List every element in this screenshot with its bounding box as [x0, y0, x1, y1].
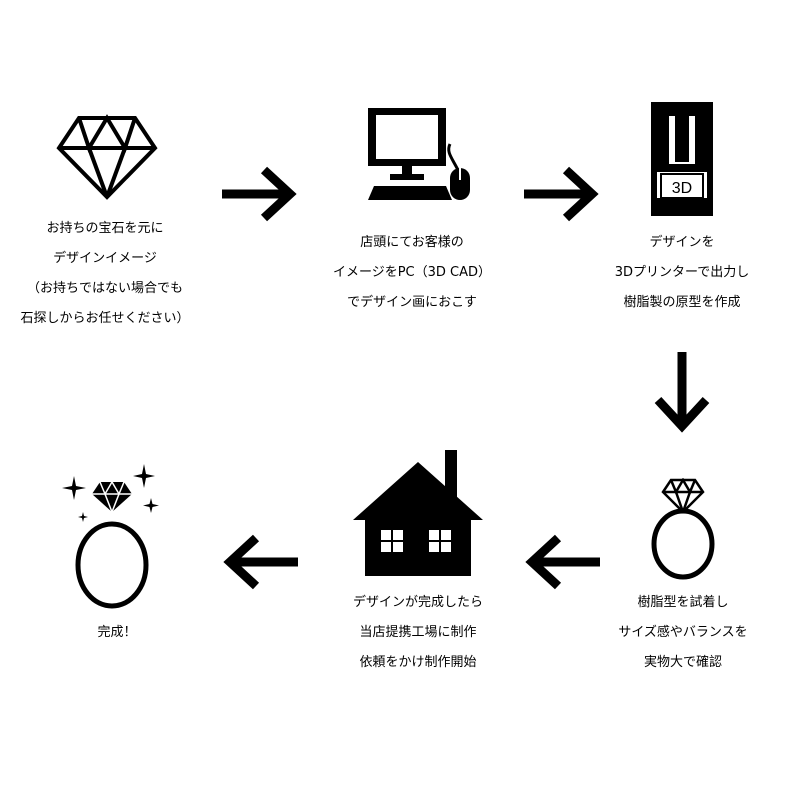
step-4-line-2: サイズ感やバランスを	[618, 625, 748, 640]
step-5-caption: デザインが完成したら 当店提携工場に制作 依頼をかけ制作開始	[318, 588, 518, 678]
step-2-line-2: イメージをPC（3D CAD）	[332, 265, 492, 280]
arrow-right-icon	[222, 166, 297, 222]
arrow-left-icon	[525, 534, 600, 590]
step-3-line-1: デザインを	[649, 235, 715, 250]
step-1-caption: お持ちの宝石を元に デザインイメージ （お持ちではない場合でも 石探しからお任せ…	[5, 214, 205, 334]
step-4-line-1: 樹脂型を試着し	[637, 595, 729, 610]
step-3-caption: デザインを 3Dプリンターで出力し 樹脂製の原型を作成	[582, 228, 782, 318]
step-1-line-1: お持ちの宝石を元に	[46, 221, 164, 236]
arrow-down-icon	[654, 352, 710, 433]
step-1-line-4: 石探しからお任せください）	[20, 311, 190, 326]
computer-icon	[368, 108, 470, 200]
step-3-line-3: 樹脂製の原型を作成	[623, 295, 741, 310]
arrow-right-icon	[524, 166, 599, 222]
step-1-line-2: デザインイメージ	[53, 251, 157, 266]
step-6-caption: 完成！	[17, 618, 217, 648]
step-2-line-1: 店頭にてお客様の	[360, 235, 464, 250]
diamond-ring-icon	[651, 478, 715, 580]
step-5-line-3: 依頼をかけ制作開始	[359, 655, 477, 670]
3d-printer-icon: 3D	[651, 102, 713, 216]
step-2-caption: 店頭にてお客様の イメージをPC（3D CAD） でデザイン画におこす	[312, 228, 512, 318]
sparkling-ring-icon	[62, 464, 159, 609]
step-3-line-2: 3Dプリンターで出力し	[614, 265, 750, 280]
step-1-line-3: （お持ちではない場合でも	[26, 281, 183, 296]
step-5-line-2: 当店提携工場に制作	[359, 625, 477, 640]
3d-printer-label: 3D	[672, 180, 692, 197]
arrow-left-icon	[223, 534, 298, 590]
diamond-icon	[56, 114, 158, 200]
step-4-line-3: 実物大で確認	[643, 655, 722, 670]
step-2-line-3: でデザイン画におこす	[347, 295, 477, 310]
step-5-line-1: デザインが完成したら	[352, 595, 483, 610]
step-4-caption: 樹脂型を試着し サイズ感やバランスを 実物大で確認	[583, 588, 783, 678]
house-icon	[353, 450, 483, 576]
step-6-line-1: 完成！	[97, 625, 137, 640]
